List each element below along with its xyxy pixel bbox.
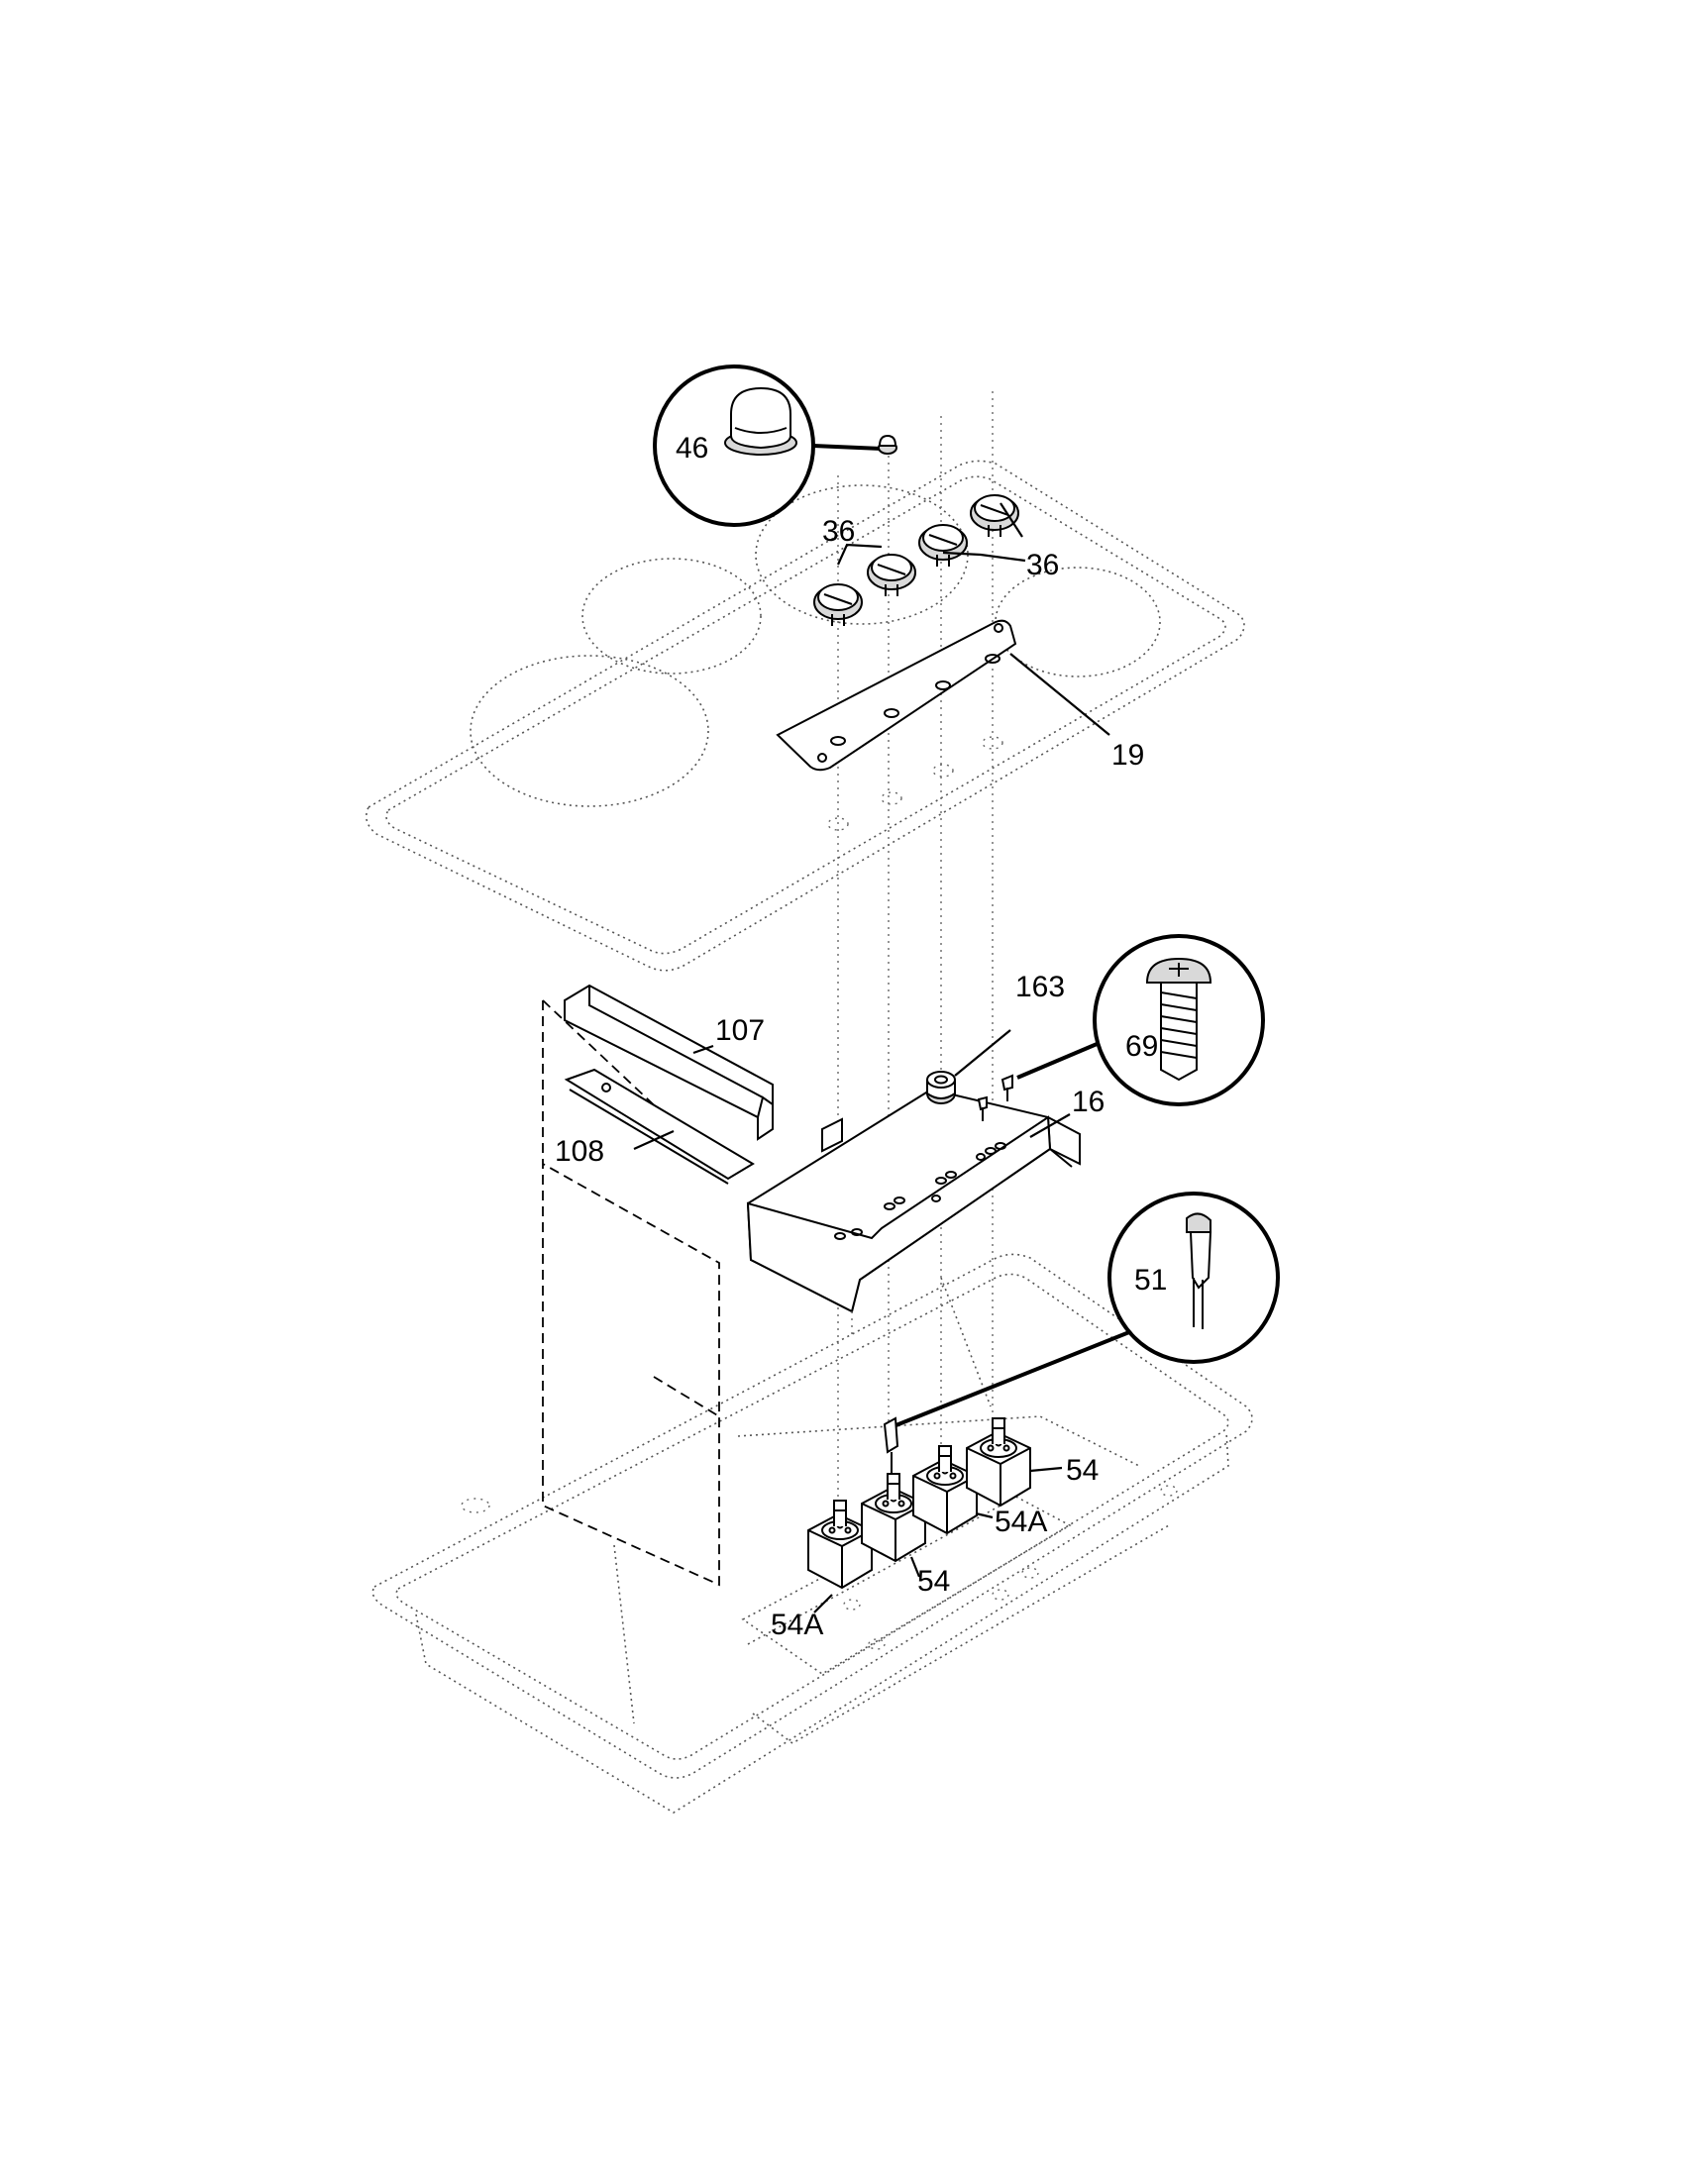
label-108: 108: [555, 1135, 604, 1168]
label-46: 46: [676, 432, 708, 465]
cooktop-top-outline: [366, 460, 1245, 972]
label-36-left: 36: [822, 515, 855, 548]
label-69: 69: [1125, 1030, 1158, 1063]
alignment-lines: [837, 391, 994, 1530]
part-36-knobs: [813, 494, 1026, 626]
part-51-callout: [883, 1192, 1280, 1476]
part-69-callout: [977, 934, 1265, 1121]
label-36-right: 36: [1026, 549, 1059, 581]
part-163-ring: [926, 1029, 1011, 1104]
label-107: 107: [715, 1014, 765, 1047]
cooktop-chassis-outline: [371, 1253, 1253, 1814]
part-16-bracket: [746, 1088, 1081, 1337]
part-19-plate: [776, 619, 1110, 772]
part-46-callout: [653, 364, 897, 527]
label-54a-left: 54A: [771, 1609, 823, 1641]
part-54-switches: [807, 1417, 1063, 1613]
label-51: 51: [1134, 1264, 1167, 1297]
label-54a-middle: 54A: [995, 1506, 1047, 1538]
label-163: 163: [1015, 971, 1065, 1003]
label-16: 16: [1072, 1086, 1105, 1118]
label-54-right: 54: [1066, 1454, 1099, 1487]
label-54-middle: 54: [917, 1565, 950, 1598]
part-number-labels: 46 36 36 19 163 69 107 108 16 51 54 54A …: [555, 432, 1167, 1641]
label-19: 19: [1111, 739, 1144, 772]
part-107-108-rails: [542, 984, 774, 1587]
